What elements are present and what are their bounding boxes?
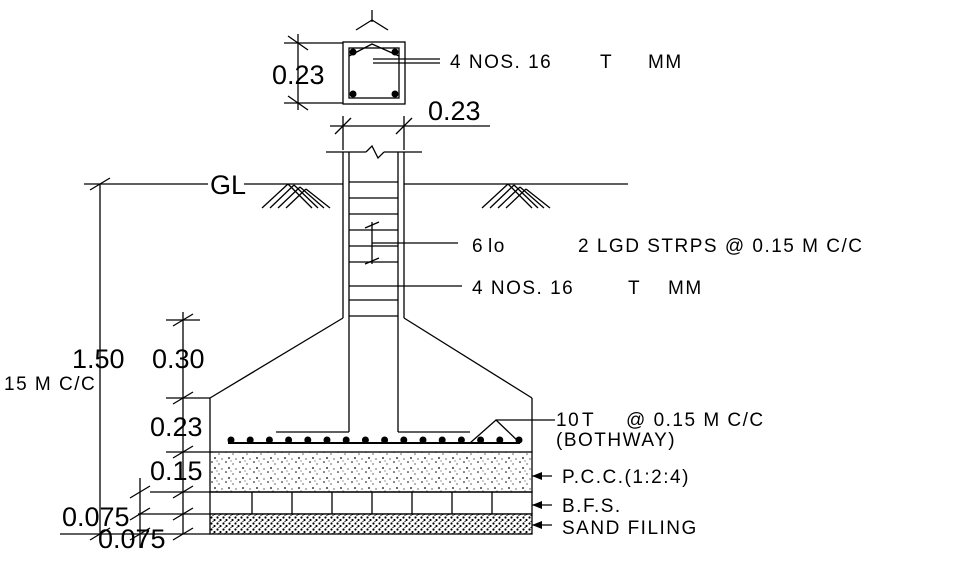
vertical-dimensions [60,177,210,548]
rebar-dot-icon [515,436,523,444]
rebar-dot-icon [381,436,389,444]
column-section [284,10,440,111]
rebar-dot-icon [361,436,369,444]
footing [209,317,555,452]
footing-edge-label: 0.23 [150,412,203,442]
footing-bars-spacing: @ 0.15 M C/C [626,410,765,431]
rebar-dot-icon [304,436,312,444]
rebar-dot-icon [457,436,465,444]
rebar-dot-icon [227,436,235,444]
sand-layer [209,513,533,535]
column-elevation [342,152,462,432]
ground-level-label: GL [210,170,246,200]
rebar-dot-icon [323,436,331,444]
left-cut-note: 15 M C/C [4,374,96,395]
column-rebar-note: 4 NOS. 16 [450,52,552,73]
rebar-dot-icon [342,436,350,444]
rebar-dot-icon [349,90,357,98]
column-bars-symbol: T [628,278,641,299]
column-size-label: 0.23 [272,60,325,90]
pcc-layer [209,451,533,493]
column-width-label: 0.23 [428,96,481,126]
stirrup-dia: 6 [472,236,484,257]
bfs-layer [209,491,533,515]
footing-rebar-row [227,436,523,444]
sand-label: SAND FILING [562,518,698,539]
rebar-dot-icon [391,90,399,98]
ground-hatch-icon [261,183,331,209]
column-width-dimension [330,116,490,150]
footing-bars-extent: (BOTHWAY) [556,430,676,451]
taper-height-label: 0.30 [152,344,205,374]
footing-bars-dia: 10 [556,410,580,431]
rebar-dot-icon [419,436,427,444]
depth-total-label: 1.50 [72,344,125,374]
column-bars-note: 4 NOS. 16 [472,278,574,299]
ground-hatch-icon [481,183,551,209]
rebar-dot-icon [496,436,504,444]
pcc-thickness-label: 0.15 [150,456,203,486]
column-rebar-unit: MM [648,52,683,73]
bfs-thickness-label: 0.075 [62,502,130,532]
rebar-dot-icon [265,436,273,444]
bfs-bricks [251,492,493,514]
rebar-dot-icon [438,436,446,444]
bfs-label: B.F.S. [562,496,622,517]
rebar-dot-icon [391,48,399,56]
rebar-dot-icon [349,48,357,56]
pcc-label: P.C.C.(1:2:4) [562,467,690,488]
column-rebar-symbol: T [600,52,613,73]
footing-bars-symbol: T [582,410,595,431]
stirrup-note: 2 LGD STRPS @ 0.15 M C/C [578,236,863,257]
stirrup-symbol: lo [488,236,506,257]
rebar-dot-icon [285,436,293,444]
column-bars-unit: MM [668,278,703,299]
rebar-dot-icon [477,436,485,444]
sand-thickness-label: 0.075 [98,524,166,554]
break-line-icon [326,144,422,160]
rebar-dot-icon [400,436,408,444]
rebar-dot-icon [246,436,254,444]
